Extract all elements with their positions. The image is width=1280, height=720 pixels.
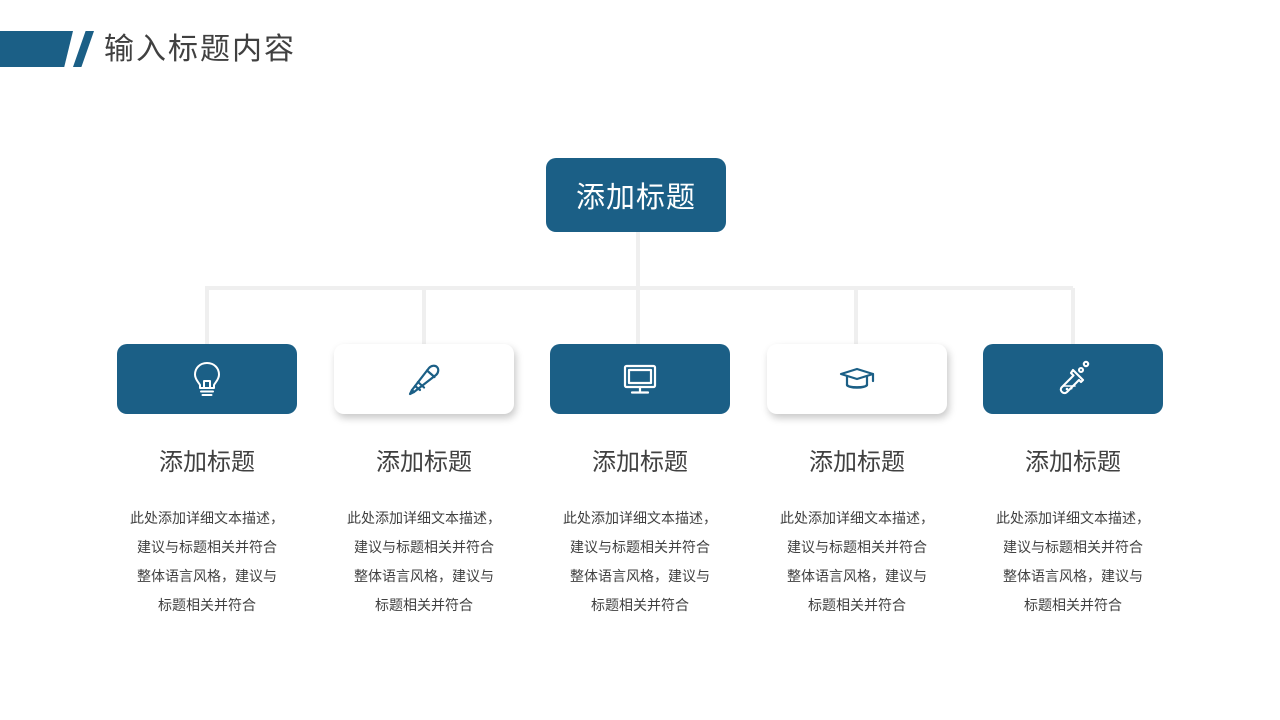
item-desc-line: 此处添加详细文本描述， [347,511,501,527]
item-icon-box-5 [983,344,1163,414]
item-desc-line: 整体语言风格，建议与 [354,569,494,585]
item-title-4: 添加标题 [809,448,905,476]
item-desc-1: 此处添加详细文本描述， 建议与标题相关并符合 整体语言风格，建议与 标题相关并符… [117,505,297,621]
lightbulb-icon [194,362,220,396]
pencil-icon [408,364,440,396]
item-desc-line: 标题相关并符合 [375,598,473,614]
item-desc-line: 建议与标题相关并符合 [787,540,927,556]
item-desc-line: 此处添加详细文本描述， [130,511,284,527]
item-desc-5: 此处添加详细文本描述， 建议与标题相关并符合 整体语言风格，建议与 标题相关并符… [983,505,1163,621]
top-node-label: 添加标题 [575,180,696,214]
header-accent-bar [0,31,73,67]
item-title-1: 添加标题 [159,448,255,476]
item-desc-line: 标题相关并符合 [591,598,689,614]
item-desc-line: 整体语言风格，建议与 [787,569,927,585]
item-title-3: 添加标题 [592,448,688,476]
item-title-2: 添加标题 [376,448,472,476]
item-desc-2: 此处添加详细文本描述， 建议与标题相关并符合 整体语言风格，建议与 标题相关并符… [334,505,514,621]
item-desc-line: 此处添加详细文本描述， [996,511,1150,527]
item-desc-line: 建议与标题相关并符合 [137,540,277,556]
item-icon-box-1 [117,344,297,414]
item-icon-box-2 [334,344,514,414]
graduation-cap-icon [839,367,875,389]
item-desc-line: 此处添加详细文本描述， [563,511,717,527]
top-node: 添加标题 [546,158,726,232]
flask-icon [1059,360,1090,395]
item-desc-line: 建议与标题相关并符合 [570,540,710,556]
monitor-icon [623,364,657,394]
item-desc-4: 此处添加详细文本描述， 建议与标题相关并符合 整体语言风格，建议与 标题相关并符… [767,505,947,621]
item-desc-line: 整体语言风格，建议与 [137,569,277,585]
item-desc-line: 整体语言风格，建议与 [1003,569,1143,585]
item-icon-box-3 [550,344,730,414]
item-desc-line: 标题相关并符合 [808,598,906,614]
item-desc-3: 此处添加详细文本描述， 建议与标题相关并符合 整体语言风格，建议与 标题相关并符… [550,505,730,621]
page-title: 输入标题内容 [104,32,296,67]
item-title-5: 添加标题 [1025,448,1121,476]
item-desc-line: 建议与标题相关并符合 [354,540,494,556]
item-desc-line: 标题相关并符合 [1024,598,1122,614]
item-desc-line: 此处添加详细文本描述， [780,511,934,527]
item-icon-box-4 [767,344,947,414]
item-desc-line: 建议与标题相关并符合 [1003,540,1143,556]
item-desc-line: 标题相关并符合 [158,598,256,614]
item-desc-line: 整体语言风格，建议与 [570,569,710,585]
